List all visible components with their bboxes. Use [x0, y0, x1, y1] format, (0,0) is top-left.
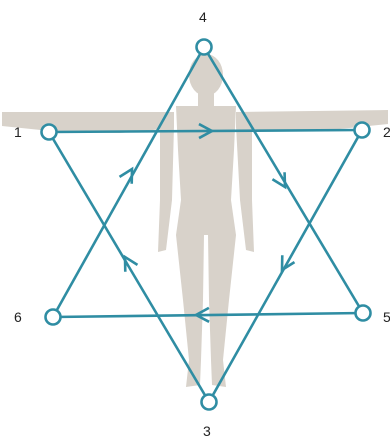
- arms: [2, 112, 174, 133]
- right-forearm: [236, 126, 254, 252]
- point-label-6: 6: [14, 309, 22, 325]
- point-label-2: 2: [383, 124, 390, 140]
- point-label-1: 1: [14, 124, 22, 140]
- legs-right: [208, 235, 236, 387]
- point-label-3: 3: [203, 423, 211, 438]
- point-label-5: 5: [383, 309, 390, 325]
- point-node-6: [46, 310, 61, 325]
- point-node-2: [355, 123, 370, 138]
- point-label-4: 4: [199, 9, 207, 25]
- neck: [198, 92, 214, 106]
- point-node-3: [202, 395, 217, 410]
- human-silhouette: [2, 54, 388, 387]
- edge-p5-p6: [53, 313, 363, 317]
- legs: [176, 235, 204, 387]
- head: [189, 54, 223, 96]
- point-node-5: [356, 306, 371, 321]
- left-forearm: [158, 126, 174, 252]
- point-node-4: [197, 40, 212, 55]
- torso: [176, 106, 236, 235]
- point-node-1: [42, 125, 57, 140]
